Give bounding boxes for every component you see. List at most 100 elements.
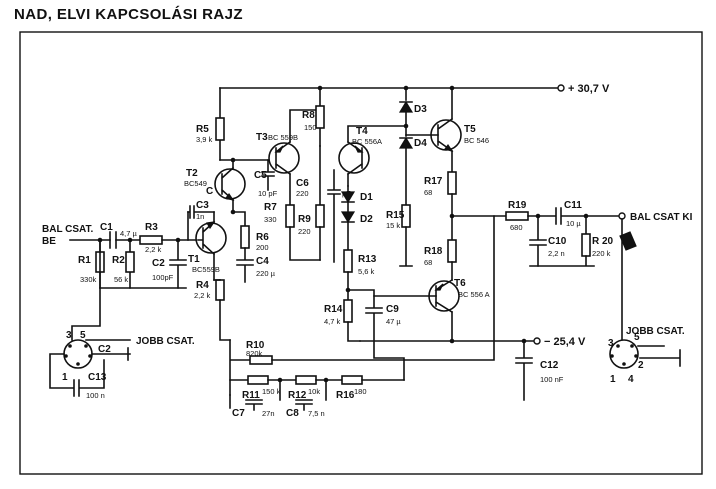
r11-value: 150 k — [262, 387, 281, 396]
capacitor-c12: C12 100 nF — [515, 338, 564, 401]
output-label: BAL CSAT KI — [630, 212, 693, 223]
r20-label: R 20 — [592, 236, 614, 247]
transistor-t6: T6 BC 556 A — [373, 278, 490, 342]
r13-value: 5,6 k — [358, 267, 375, 276]
c6-label: C6 — [296, 178, 309, 189]
t2-label: T2 — [186, 168, 198, 179]
resistor-r6: R6 200 C4 220 µ — [236, 225, 276, 283]
resistor-r8: R8 150 — [302, 87, 325, 147]
transistor-t3: T3 BC 559B — [256, 109, 321, 206]
t4-type: BC 556A — [352, 137, 382, 146]
schematic-border — [19, 31, 703, 475]
r18-value: 68 — [424, 258, 432, 267]
c9-label: C9 — [386, 304, 399, 315]
r7-value: 330 — [264, 215, 277, 224]
t6-label: T6 — [454, 278, 466, 289]
r11-label: R11 — [242, 390, 260, 401]
r18-label: R18 — [424, 246, 443, 257]
resistor-r4: R4 2,2 k — [194, 279, 231, 341]
r10-value: 820k — [246, 349, 263, 358]
right-jack-pin5: 5 — [634, 332, 640, 343]
c7-value: 27n — [262, 409, 275, 418]
c8-label: C8 — [286, 408, 299, 419]
schematic-title: NAD, ELVI KAPCSOLÁSI RAJZ — [14, 6, 243, 23]
r13-label: R13 — [358, 254, 377, 265]
positive-supply-label: + 30,7 V — [568, 83, 610, 95]
d3-label: D3 — [414, 104, 427, 115]
positive-rail: + 30,7 V — [219, 83, 610, 95]
r5-label: R5 — [196, 124, 209, 135]
left-jack-c2: C2 — [98, 344, 111, 355]
r9-value: 220 — [298, 227, 311, 236]
right-jack-label: JOBB CSAT. — [626, 326, 685, 337]
right-din-jack: JOBB CSAT. 3 5 1 2 4 — [608, 326, 685, 385]
r20-value: 220 k — [592, 249, 611, 258]
left-jack-pin5: 5 — [80, 330, 86, 341]
r4-value: 2,2 k — [194, 291, 211, 300]
transistor-t4: T4 BC 556A — [338, 125, 407, 187]
c7-label: C7 — [232, 408, 245, 419]
t3-label: T3 — [256, 132, 268, 143]
c2-value: 100pF — [152, 273, 174, 282]
r12-value: 10k — [308, 387, 320, 396]
resistor-r13: R13 5,6 k — [343, 249, 377, 291]
d2-label: D2 — [360, 214, 373, 225]
c3-value: 1n — [196, 212, 204, 221]
c2-label: C2 — [152, 258, 165, 269]
r14-value: 4,7 k — [324, 317, 341, 326]
r17-label: R17 — [424, 176, 443, 187]
r12-label: R12 — [288, 390, 307, 401]
resistor-r5: R5 3,9 k — [196, 87, 225, 161]
t2-collector-pin: C — [206, 186, 213, 197]
r17-value: 68 — [424, 188, 432, 197]
r9-label: R9 — [298, 214, 311, 225]
d4-label: D4 — [414, 138, 427, 149]
r19-value: 680 — [510, 223, 523, 232]
c13-label: C13 — [88, 372, 107, 383]
r6-value: 200 — [256, 243, 269, 252]
r2-label: R2 — [112, 255, 125, 266]
c11-label: C11 — [564, 200, 582, 211]
r15-label: R15 — [386, 210, 405, 221]
capacitor-c6: C6 220 — [296, 178, 309, 198]
c12-label: C12 — [540, 360, 559, 371]
r16-value: 180 — [354, 387, 367, 396]
diode-d2: D2 — [340, 211, 373, 251]
r16-label: R16 — [336, 390, 355, 401]
c1-label: C1 — [100, 222, 113, 233]
c9-value: 47 µ — [386, 317, 401, 326]
c10-value: 2,2 n — [548, 249, 565, 258]
c1-value: 4,7 µ — [120, 229, 138, 238]
r5-value: 3,9 k — [196, 135, 213, 144]
left-jack-pin3: 3 — [66, 330, 72, 341]
r6-label: R6 — [256, 232, 269, 243]
c5-value: 10 pF — [258, 189, 278, 198]
left-jack-pin1: 1 — [62, 372, 68, 383]
r8-label: R8 — [302, 110, 315, 121]
right-jack-pin2: 2 — [638, 360, 644, 371]
transistor-t2: T2 BC549 C — [184, 166, 246, 202]
r1-label: R1 — [78, 255, 91, 266]
c4-value: 220 µ — [256, 269, 276, 278]
diode-d4: D4 — [398, 125, 427, 206]
r7-label: R7 — [264, 202, 277, 213]
transistor-t1: T1 BC559B — [188, 220, 227, 274]
input-label-line2: BE — [42, 236, 56, 247]
r15-value: 15 k — [386, 221, 400, 230]
r1-value: 330k — [80, 275, 97, 284]
resistor-r15: R15 15 k — [386, 204, 413, 267]
t6-type: BC 556 A — [458, 290, 490, 299]
capacitor-c9: C9 47 µ — [347, 289, 405, 381]
diode-d3: D3 — [398, 87, 427, 127]
c13-value: 100 n — [86, 391, 105, 400]
t5-label: T5 — [464, 124, 476, 135]
c11-value: 10 µ — [566, 219, 581, 228]
resistor-r7: R7 330 — [264, 202, 321, 261]
r19-label: R19 — [508, 200, 527, 211]
output-cable-icon — [619, 231, 637, 251]
output-network: R19 680 C11 10 µ C10 2,2 n R 20 220 k BA… — [451, 200, 693, 341]
right-jack-pin4: 4 — [628, 374, 634, 385]
r8-value: 150 — [304, 123, 317, 132]
r10-label: R10 — [246, 340, 265, 351]
